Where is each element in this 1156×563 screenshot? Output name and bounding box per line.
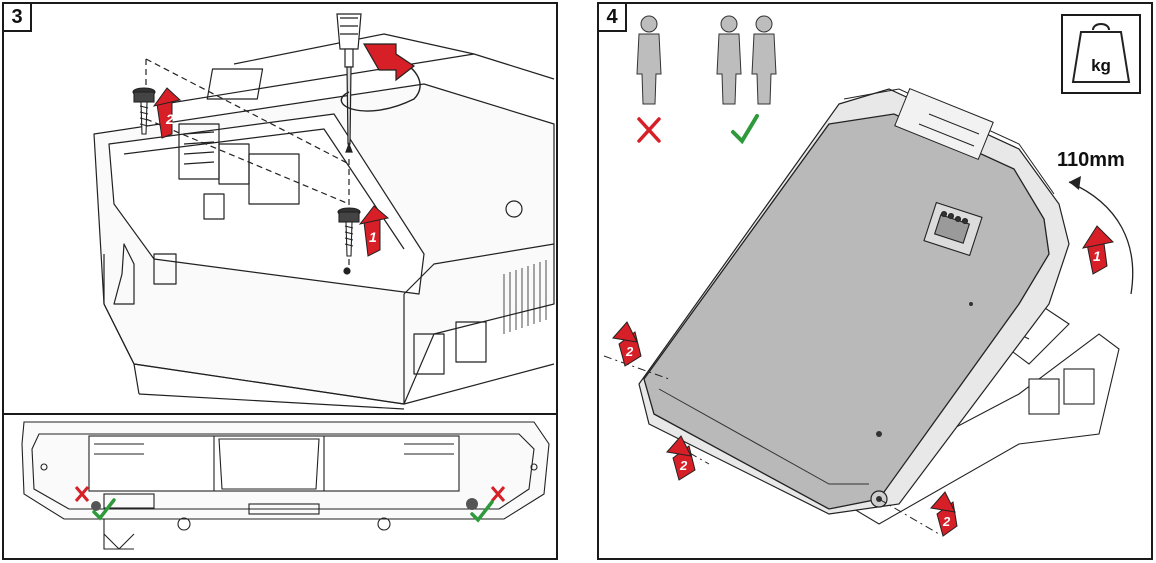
step-4-illustration: 1 2 2 2 [603, 15, 1134, 537]
step-3-panel: 3 [2, 2, 558, 560]
person-icon [751, 15, 777, 105]
hole-marker-icon [466, 498, 478, 510]
step-arrow-2-icon: 2 [666, 435, 696, 481]
cross-icon [637, 117, 661, 143]
step-arrow-2-icon: 2 [930, 491, 958, 537]
screwdriver-icon [336, 13, 362, 153]
svg-text:2: 2 [625, 344, 634, 359]
step-number: 4 [599, 4, 627, 32]
svg-text:2: 2 [165, 111, 174, 127]
check-icon [731, 114, 759, 145]
step-number: 3 [4, 4, 32, 32]
screw-icon [337, 207, 361, 257]
step-arrow-2-icon: 2 [152, 87, 182, 139]
svg-text:1: 1 [369, 229, 377, 245]
step-4-panel: 4 [597, 2, 1153, 560]
step-3-illustration: 2 1 [4, 13, 556, 550]
check-icon [92, 498, 494, 523]
svg-text:2: 2 [942, 514, 951, 529]
person-icon [716, 15, 742, 105]
svg-text:2: 2 [679, 458, 688, 473]
lift-distance-label: 110mm [1057, 149, 1125, 171]
svg-text:1: 1 [1093, 248, 1101, 264]
weight-unit: kg [1091, 56, 1111, 75]
rotate-arrow-icon [340, 43, 421, 112]
person-icon [636, 15, 662, 105]
cross-icon [74, 486, 506, 502]
display-icon [923, 201, 983, 257]
step-arrow-2-icon: 2 [612, 321, 642, 367]
hole-marker-icon [91, 501, 101, 511]
step-arrow-1-icon: 1 [358, 205, 390, 257]
weight-kg-icon: kg [1061, 14, 1141, 94]
screw-icon [132, 87, 156, 135]
step-arrow-1-icon: 1 [1081, 225, 1115, 275]
